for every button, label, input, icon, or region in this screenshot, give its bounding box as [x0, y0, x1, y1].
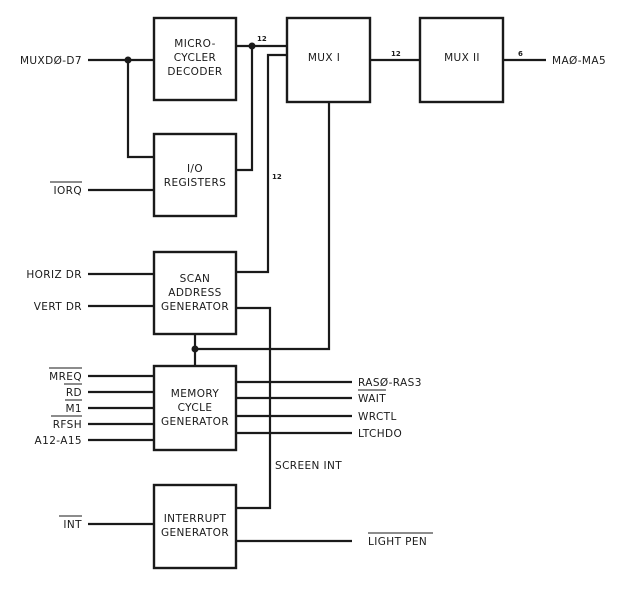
block-scan-generator: SCAN ADDRESS GENERATOR [152, 250, 238, 336]
block-mux2: MUX II [418, 16, 505, 104]
label-screen-int: SCREEN INT [275, 460, 342, 472]
scan-gen-line-3: GENERATOR [161, 301, 229, 313]
label-addr: A12-A15 [35, 435, 82, 447]
micro-decoder-line-1: MICRO- [174, 38, 216, 50]
label-vert: VERT DR [34, 301, 82, 313]
memory-gen-line-2: CYCLE [178, 402, 213, 414]
label-ma: MAØ-MA5 [552, 55, 606, 67]
label-wait: WAIT [358, 393, 386, 405]
io-registers-line-2: REGISTERS [164, 177, 226, 189]
mux2-label: MUX II [444, 52, 480, 64]
interrupt-gen-line-1: INTERRUPT [164, 513, 227, 525]
block-mux1: MUX I [285, 16, 372, 104]
label-muxd: MUXDØ-D7 [20, 55, 82, 67]
wire-io-to-mux1 [236, 46, 254, 172]
label-rd: RD [66, 387, 82, 399]
memory-gen-line-3: GENERATOR [161, 416, 229, 428]
label-light-pen: LIGHT PEN [368, 536, 427, 548]
junction-scan-mem [191, 345, 199, 353]
interrupt-gen-line-2: GENERATOR [161, 527, 229, 539]
micro-decoder-line-2: CYCLER [174, 52, 217, 64]
micro-decoder-line-3: DECODER [167, 66, 222, 78]
bus-width-io-mux1: 12 [272, 173, 282, 181]
wire-screen-int [236, 306, 272, 510]
label-horiz: HORIZ DR [26, 269, 82, 281]
wire-scan-to-mux1 [236, 53, 287, 274]
label-mreq: MREQ [49, 371, 82, 383]
label-iorq: IORQ [53, 185, 82, 197]
mux1-label: MUX I [308, 52, 340, 64]
bus-width-mux2-out: 6 [518, 50, 523, 58]
bus-width-dec-mux1: 12 [257, 35, 267, 43]
block-micro-decoder: MICRO- CYCLER DECODER [152, 16, 238, 102]
label-ras: RASØ-RAS3 [358, 377, 422, 389]
label-m1: M1 [65, 403, 82, 415]
wire-muxd-to-io [126, 60, 154, 159]
block-memory-generator: MEMORY CYCLE GENERATOR [152, 364, 238, 452]
wire-mux1-down [195, 102, 331, 351]
scan-gen-line-2: ADDRESS [168, 287, 221, 299]
junction-muxd [124, 56, 132, 64]
bus-width-mux1-mux2: 12 [391, 50, 401, 58]
junction-dec-io [248, 42, 256, 50]
label-wrctl: WRCTL [358, 411, 397, 423]
label-ltchdo: LTCHDO [358, 428, 402, 440]
block-io-registers: I/O REGISTERS [152, 132, 238, 218]
label-rfsh: RFSH [53, 419, 82, 431]
memory-gen-line-1: MEMORY [171, 388, 220, 400]
io-registers-line-1: I/O [187, 163, 203, 175]
wires [88, 44, 546, 543]
block-interrupt-generator: INTERRUPT GENERATOR [152, 483, 238, 570]
label-int: INT [63, 519, 82, 531]
scan-gen-line-1: SCAN [180, 273, 211, 285]
